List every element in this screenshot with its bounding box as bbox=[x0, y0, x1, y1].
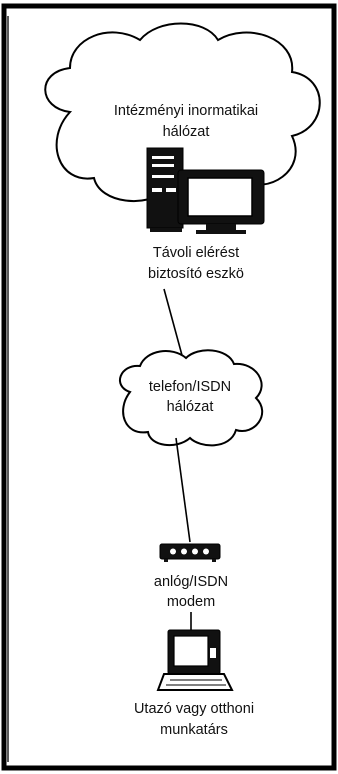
remote-access-device: Távoli elérést biztosító eszkö bbox=[146, 147, 265, 282]
cloud-icon bbox=[118, 349, 264, 447]
access-device-label-2: biztosító eszkö bbox=[148, 266, 244, 282]
modem-label-2: modem bbox=[167, 594, 215, 610]
modem-label-1: anlóg/ISDN bbox=[154, 574, 228, 590]
institutional-network-cloud: Intézményi inormatikai hálózat bbox=[44, 22, 321, 204]
phone-network-cloud: telefon/ISDN hálózat bbox=[118, 349, 264, 447]
server-tower-icon bbox=[146, 147, 184, 232]
outer-border bbox=[1, 3, 337, 771]
monitor-icon bbox=[177, 169, 265, 234]
link-phone-to-modem bbox=[175, 437, 191, 543]
network-cloud-label-2: hálózat bbox=[163, 124, 210, 140]
network-cloud-label-1: Intézményi inormatikai bbox=[114, 103, 258, 119]
access-device-label-1: Távoli elérést bbox=[153, 245, 239, 261]
laptop-icon bbox=[156, 629, 234, 691]
modem-icon bbox=[159, 543, 221, 562]
phone-cloud-label-1: telefon/ISDN bbox=[149, 379, 231, 395]
phone-cloud-label-2: hálózat bbox=[167, 399, 214, 415]
worker-label-1: Utazó vagy otthoni bbox=[134, 701, 254, 717]
cloud-icon bbox=[44, 22, 321, 204]
worker-device: Utazó vagy otthoni munkatárs bbox=[134, 629, 254, 738]
modem-device: anlóg/ISDN modem bbox=[154, 543, 228, 610]
worker-label-2: munkatárs bbox=[160, 722, 228, 738]
